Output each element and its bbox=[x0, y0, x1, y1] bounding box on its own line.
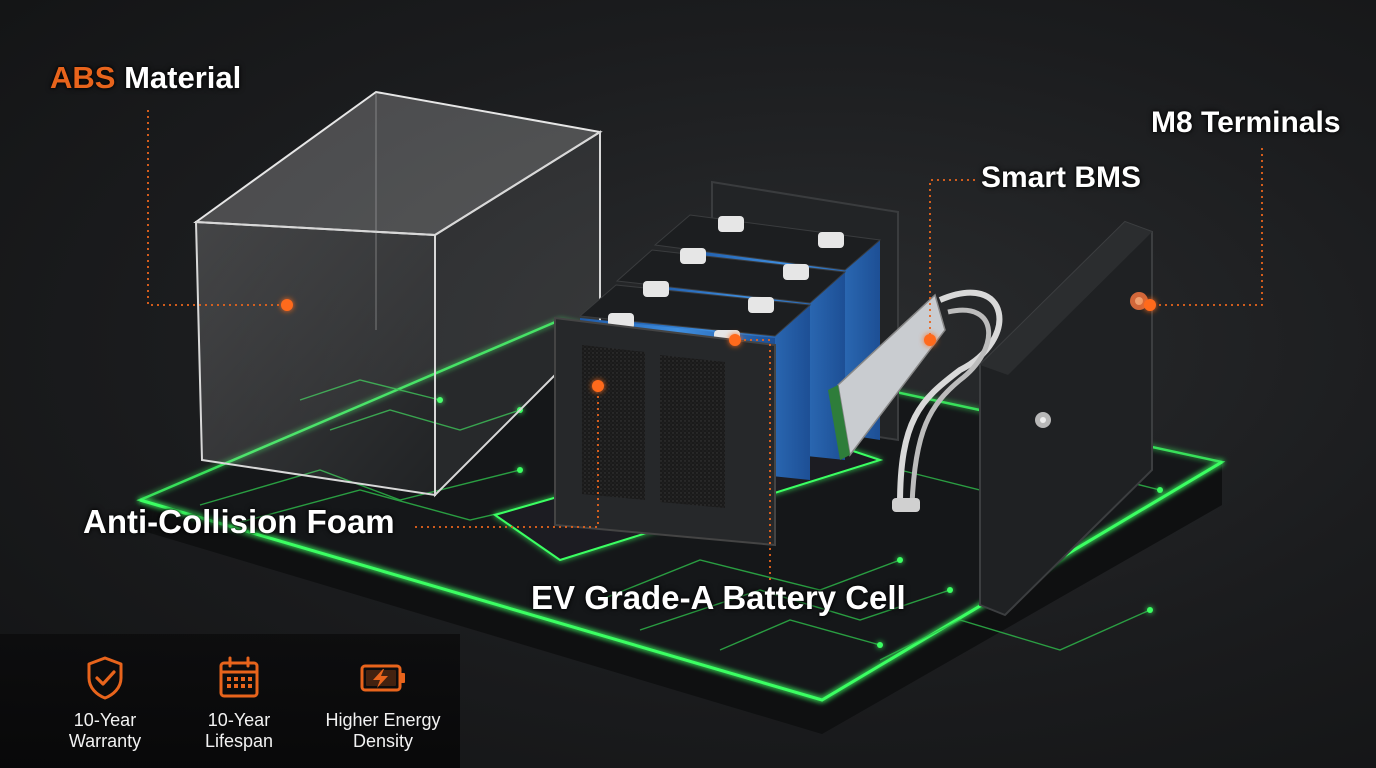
callout-dot-bms bbox=[924, 334, 936, 346]
battery-charging-icon bbox=[360, 664, 405, 692]
smart-bms-label: Smart BMS bbox=[981, 161, 1142, 194]
feature-lifespan-line2: Lifespan bbox=[204, 731, 274, 751]
feature-lifespan-line1: 10-Year bbox=[207, 710, 271, 730]
abs-accent-text: ABS bbox=[50, 60, 116, 95]
callout-dot-m8 bbox=[1144, 299, 1156, 311]
callout-dot-cell bbox=[729, 334, 741, 346]
feature-energy-line1: Higher Energy bbox=[325, 710, 441, 730]
callout-dot-abs bbox=[281, 299, 293, 311]
feature-warranty-line1: 10-Year bbox=[73, 710, 137, 730]
callout-dot-foam bbox=[592, 380, 604, 392]
abs-material-label: ABS Material bbox=[50, 60, 241, 96]
foam-frame bbox=[554, 316, 776, 547]
feature-energy-line2: Density bbox=[352, 731, 414, 751]
bms-board bbox=[828, 289, 1003, 512]
battery-cell-label: EV Grade-A Battery Cell bbox=[531, 579, 906, 616]
abs-material-text: Material bbox=[115, 60, 242, 95]
battery-lid bbox=[979, 220, 1153, 617]
anti-collision-foam-label: Anti-Collision Foam bbox=[83, 503, 395, 540]
abs-case bbox=[193, 90, 603, 498]
callout-leaders bbox=[147, 110, 1263, 580]
feature-warranty-line2: Warranty bbox=[68, 731, 142, 751]
shield-check-icon bbox=[87, 656, 123, 700]
m8-terminals-label: M8 Terminals bbox=[1151, 106, 1341, 139]
calendar-icon bbox=[219, 656, 259, 698]
